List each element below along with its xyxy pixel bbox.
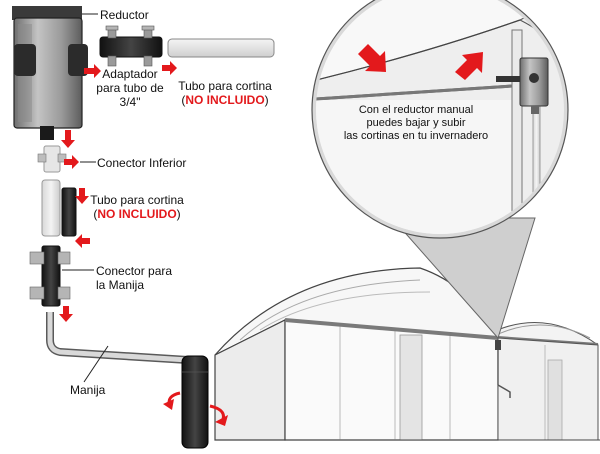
bottom-connector bbox=[37, 145, 67, 173]
callout-line2: puedes bajar y subir bbox=[366, 117, 466, 129]
reducer-unit bbox=[12, 6, 98, 140]
down-arrow-icon bbox=[61, 130, 75, 148]
left-arrow-icon bbox=[75, 234, 90, 248]
callout-line3: las cortinas en tu invernadero bbox=[343, 130, 489, 142]
curtain-pipe-top bbox=[167, 38, 275, 58]
handle-connector bbox=[29, 245, 71, 307]
right-arrow-icon bbox=[162, 61, 177, 75]
mid-pipe-label: Tubo para cortina (NO INCLUIDO) bbox=[84, 193, 190, 221]
reducer-label: Reductor bbox=[100, 8, 149, 22]
down-arrow-icon bbox=[59, 306, 73, 322]
greenhouse-illustration bbox=[214, 267, 600, 441]
adapter-label-line3: 3/4" bbox=[119, 95, 141, 109]
down-arrow-icon bbox=[358, 44, 386, 72]
top-pipe-label-line1: Tubo para cortina bbox=[178, 79, 272, 93]
handle-connector-label: Conector para la Manija bbox=[96, 264, 172, 292]
right-arrow-icon bbox=[84, 64, 101, 78]
top-pipe-label: Tubo para cortina (NO INCLUIDO) bbox=[172, 79, 278, 107]
paren-open: ( bbox=[93, 207, 98, 221]
adapter-3-4 bbox=[99, 25, 163, 67]
adapter-label-line1: Adaptador bbox=[102, 67, 158, 81]
adapter-label: Adaptador para tubo de 3/4" bbox=[88, 67, 172, 109]
not-included-badge: NO INCLUIDO bbox=[185, 93, 265, 107]
paren-close: ) bbox=[176, 207, 181, 221]
mid-pipe-label-line1: Tubo para cortina bbox=[90, 193, 184, 207]
paren-close: ) bbox=[264, 93, 269, 107]
callout-text: Con el reductor manual puedes bajar y su… bbox=[322, 104, 510, 143]
top-pipe-label-line2: (NO INCLUIDO) bbox=[172, 93, 278, 107]
curtain-pipe-mid-dark bbox=[61, 187, 77, 237]
paren-open: ( bbox=[181, 93, 186, 107]
up-arrow-icon bbox=[455, 52, 483, 80]
crank-handle bbox=[46, 312, 209, 449]
bottom-connector-label: Conector Inferior bbox=[97, 156, 187, 170]
down-arrow-icon bbox=[75, 188, 89, 204]
callout-line1: Con el reductor manual bbox=[358, 104, 474, 116]
greenhouse-side-wall bbox=[284, 319, 499, 441]
right-arrow-icon bbox=[64, 155, 79, 169]
adapter-label-line2: para tubo de bbox=[96, 81, 164, 95]
mid-pipe-label-line2: (NO INCLUIDO) bbox=[84, 207, 190, 221]
curtain-pipe-mid-light bbox=[41, 179, 61, 237]
handle-label: Manija bbox=[70, 383, 106, 397]
handle-connector-label-line1: Conector para bbox=[96, 264, 173, 278]
handle-connector-label-line2: la Manija bbox=[96, 278, 145, 292]
not-included-badge: NO INCLUIDO bbox=[97, 207, 177, 221]
